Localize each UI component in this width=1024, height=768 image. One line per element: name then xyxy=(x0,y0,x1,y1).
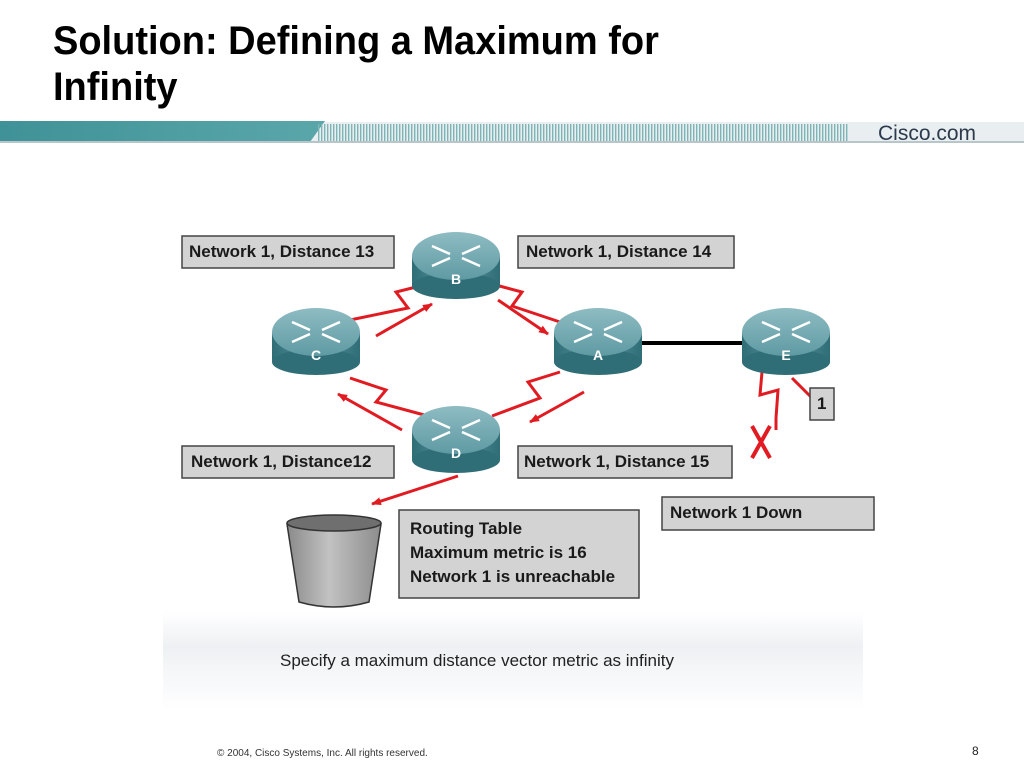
router-c-label: C xyxy=(310,347,322,363)
update-arrow-d-table xyxy=(371,474,459,506)
routing-table-line-1: Routing Table xyxy=(410,519,523,538)
update-arrow-c-b xyxy=(375,302,433,338)
routing-table-line-2: Maximum metric is 16 xyxy=(410,543,587,562)
router-a[interactable] xyxy=(554,308,642,375)
label-box-network-down xyxy=(661,496,875,531)
router-e-label: E xyxy=(781,347,791,363)
serial-link-e-network xyxy=(758,371,780,419)
serial-link-c-d xyxy=(349,376,429,418)
slide-title: Solution: Defining a Maximum for Infinit… xyxy=(53,18,813,110)
update-arrow-a-d xyxy=(529,390,585,424)
router-e[interactable] xyxy=(742,308,830,375)
title-line-2: Infinity xyxy=(53,65,178,109)
routing-table-box xyxy=(398,509,640,599)
router-d-label: D xyxy=(450,445,462,461)
label-network-number: 1 xyxy=(817,394,827,413)
label-network-down: Network 1 Down xyxy=(670,503,803,522)
title-line-1: Solution: Defining a Maximum for xyxy=(53,19,659,63)
brand-logo-text: Cisco.com xyxy=(878,122,977,145)
trash-bucket-icon xyxy=(286,514,382,608)
diagram-caption: Specify a maximum distance vector metric… xyxy=(280,651,674,670)
update-arrow-b-a xyxy=(497,298,549,336)
label-box-d-left xyxy=(181,445,395,479)
label-box-b-right xyxy=(517,235,735,269)
router-d[interactable] xyxy=(412,406,500,473)
routing-table-line-3: Network 1 is unreachable xyxy=(410,567,616,586)
label-d-left: Network 1, Distance12 xyxy=(191,452,372,471)
label-box-b-left xyxy=(181,235,395,269)
label-d-right: Network 1, Distance 15 xyxy=(524,452,710,471)
link-failure-x xyxy=(750,425,772,459)
caption-band xyxy=(163,612,863,710)
update-arrow-d-c xyxy=(337,392,403,432)
page-number: 8 xyxy=(972,744,979,758)
link-e-label xyxy=(790,376,814,400)
serial-link-b-a xyxy=(491,282,561,324)
label-box-network-number xyxy=(809,387,835,421)
router-b[interactable] xyxy=(412,232,500,299)
router-b-label: B xyxy=(450,271,462,287)
copyright-footer: © 2004, Cisco Systems, Inc. All rights r… xyxy=(217,748,428,759)
label-b-right: Network 1, Distance 14 xyxy=(526,242,712,261)
router-a-label: A xyxy=(592,347,604,363)
serial-link-a-d xyxy=(491,370,561,418)
label-box-d-right xyxy=(517,445,733,479)
router-c[interactable] xyxy=(272,308,360,375)
header-banner xyxy=(0,121,1024,143)
serial-link-b-c xyxy=(349,282,429,322)
label-b-left: Network 1, Distance 13 xyxy=(189,242,375,261)
